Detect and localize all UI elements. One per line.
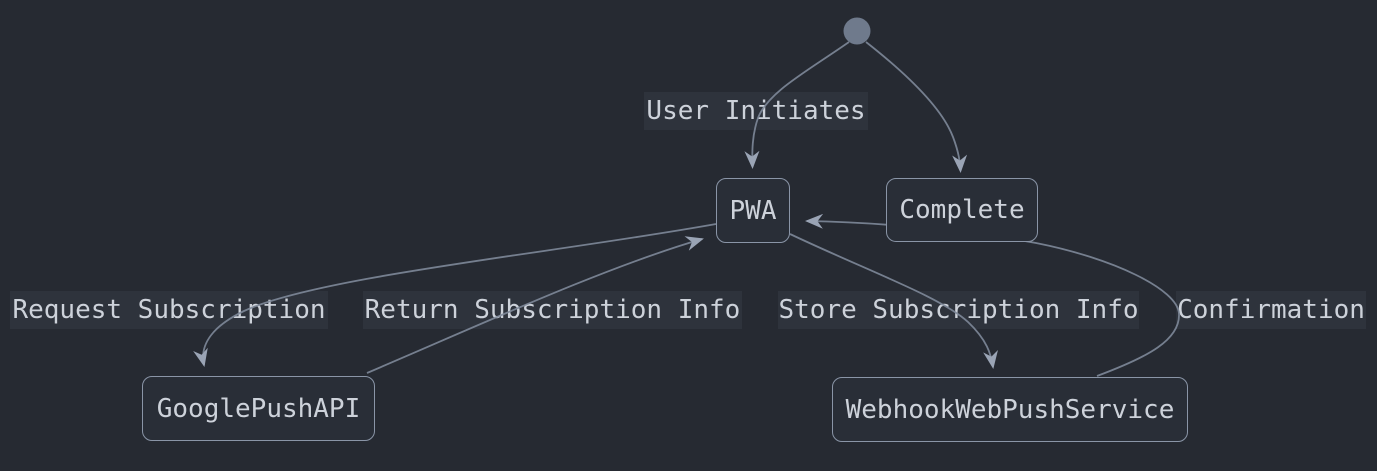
edge-label-store-subscription-info: Store Subscription Info xyxy=(778,291,1139,329)
edge-initial-to-pwa xyxy=(744,41,850,169)
edge-webhookwebpushservice-to-pwa xyxy=(805,213,1180,377)
node-complete: Complete xyxy=(886,178,1038,242)
edge-pwa-to-googlepushapi xyxy=(193,223,717,367)
edge-googlepushapi-to-pwa xyxy=(366,236,704,374)
node-pwa: PWA xyxy=(716,178,790,243)
initial-state-dot xyxy=(843,17,871,45)
edge-label-user-initiates: User Initiates xyxy=(644,92,868,130)
node-webhookwebpushservice: WebhookWebPushService xyxy=(832,377,1188,442)
edge-pwa-to-webhookwebpushservice xyxy=(789,233,998,369)
edge-label-return-subscription-info: Return Subscription Info xyxy=(363,291,742,329)
edge-initial-to-complete xyxy=(865,41,968,173)
node-googlepushapi: GooglePushAPI xyxy=(142,376,375,441)
edge-label-confirmation: Confirmation xyxy=(1176,291,1366,329)
